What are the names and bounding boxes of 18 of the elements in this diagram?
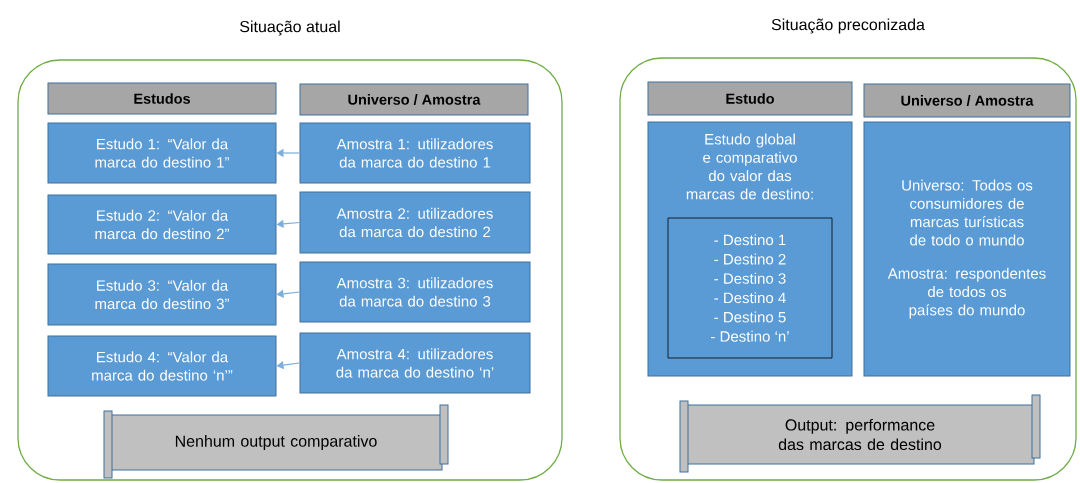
node-label: Situação atual <box>240 20 340 36</box>
header-box: Universo / Amostra <box>863 83 1071 118</box>
text-box: Estudo 2: “Valor da marca do destino 2” <box>47 194 277 255</box>
text-box: Amostra 3: utilizadores da marca do destino 3 <box>299 261 531 323</box>
header-box: Estudo <box>647 81 853 116</box>
node-label: Situação preconizada <box>771 18 925 34</box>
scroll-banner: Output: performance das marcas de destino <box>679 394 1041 473</box>
text-box: Universo: Todos os consumidores de marcas turísticas de todo o mundo Amostra: respondentes de todos os países do mundo <box>863 121 1071 377</box>
text-box: Amostra 4: utilizadores da marca do destino ‘n’ <box>299 332 531 394</box>
header-box: Estudos <box>47 82 277 115</box>
text-box: Estudo 1: “Valor da marca do destino 1” <box>47 122 277 184</box>
list-box: - Destino 1 - Destino 2 - Destino 3 - Destino 4 - Destino 5 - Destino ‘n’ <box>667 217 833 359</box>
header-box: Universo / Amostra <box>299 83 529 116</box>
text-box: Estudo 4: “Valor da marca do destino ‘n’” <box>47 335 277 397</box>
scroll-banner: Nenhum output comparativo <box>103 404 449 479</box>
text-box: Amostra 2: utilizadores da marca do destino 2 <box>299 191 531 254</box>
text-box: Amostra 1: utilizadores da marca do destino 1 <box>299 122 531 184</box>
text-box: Estudo 3: “Valor da marca do destino 3” <box>47 263 277 326</box>
